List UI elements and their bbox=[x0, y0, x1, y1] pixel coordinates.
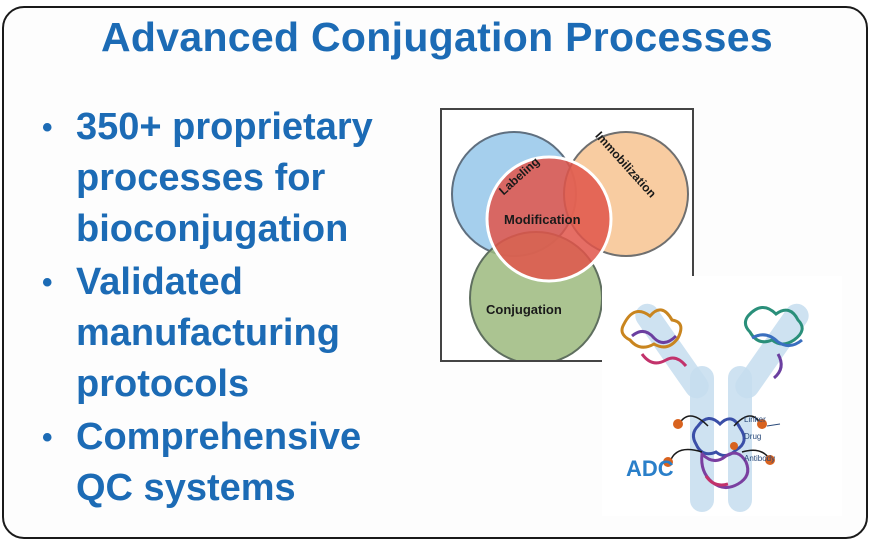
fc-region-icon bbox=[691, 417, 750, 489]
bullet-text: Comprehensive QC systems bbox=[76, 416, 362, 509]
adc-label-antibody: Antibody bbox=[744, 454, 775, 463]
fab-right-icon bbox=[743, 306, 804, 380]
bullet-text: Validated manufacturing protocols bbox=[76, 261, 340, 405]
bullet-item: • Validated manufacturing protocols bbox=[40, 257, 420, 410]
drug-icon bbox=[730, 442, 738, 450]
bullet-list: • 350+ proprietary processes for bioconju… bbox=[40, 102, 420, 516]
drug-icon bbox=[673, 419, 683, 429]
adc-illustration: Linker Drug Antibody ADC bbox=[602, 276, 842, 516]
venn-label-modification: Modification bbox=[504, 212, 581, 227]
fab-left-icon bbox=[620, 308, 688, 367]
bullet-dot-icon: • bbox=[42, 266, 53, 299]
venn-svg: Labeling Immobilization Modification Con… bbox=[451, 129, 689, 360]
drug-icon bbox=[757, 419, 767, 429]
slide-title: Advanced Conjugation Processes bbox=[100, 14, 773, 60]
bullet-text: 350+ proprietary processes for bioconjug… bbox=[76, 106, 373, 250]
venn-label-conjugation: Conjugation bbox=[486, 302, 562, 317]
drug-icon bbox=[765, 455, 775, 465]
venn-circle-modification bbox=[485, 155, 613, 283]
adc-label-linker: Linker bbox=[744, 415, 766, 424]
adc-title: ADC bbox=[626, 456, 674, 481]
adc-label-drug: Drug bbox=[744, 432, 761, 441]
drug-icon bbox=[663, 457, 673, 467]
adc-svg: Linker Drug Antibody ADC bbox=[620, 303, 809, 512]
bullet-dot-icon: • bbox=[42, 111, 53, 144]
bullet-item: • Comprehensive QC systems bbox=[40, 412, 420, 514]
venn-diagram: Labeling Immobilization Modification Con… bbox=[440, 108, 694, 362]
bullet-item: • 350+ proprietary processes for bioconju… bbox=[40, 102, 420, 255]
bullet-dot-icon: • bbox=[42, 421, 53, 454]
